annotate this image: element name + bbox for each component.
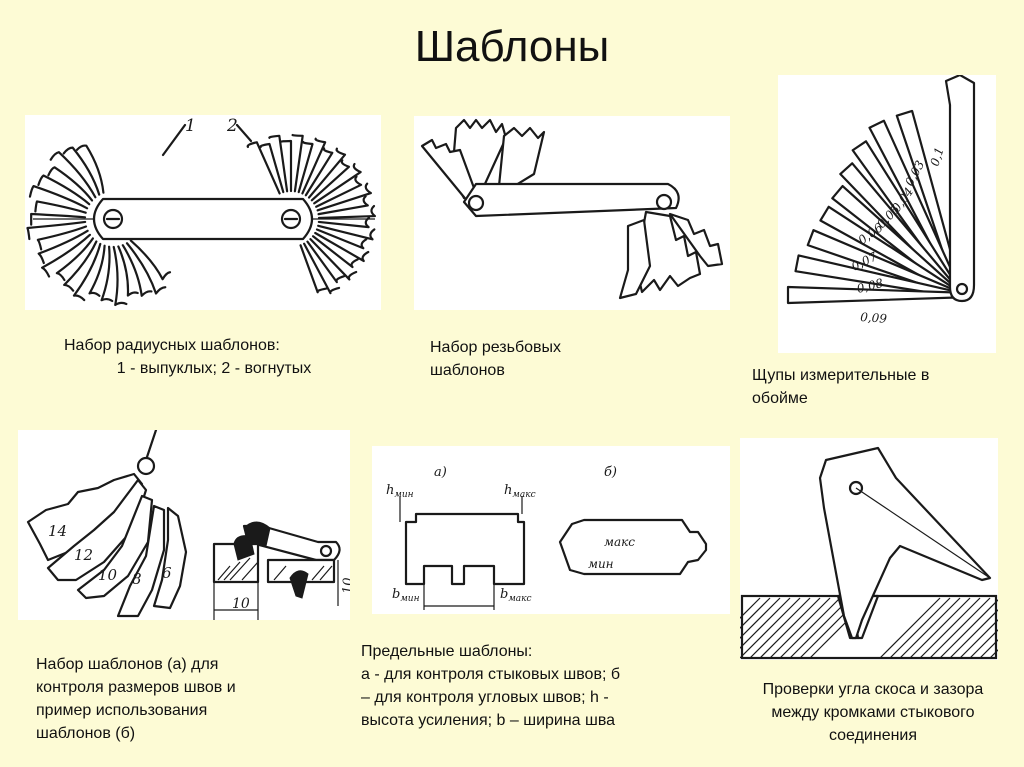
svg-text:hмакс: hмакс xyxy=(504,483,536,500)
radius-blade xyxy=(129,239,172,281)
radius-blade xyxy=(246,141,281,195)
radius-gauge-image: 1 2 xyxy=(25,115,381,310)
radius-blade xyxy=(28,184,89,210)
blade-10: 10 xyxy=(98,566,118,584)
feeler-blade-label: 0,1 xyxy=(928,145,947,167)
weld-gauge-set-image: 14 12 10 8 6 10 10 xyxy=(18,430,350,620)
dim-height: 10 xyxy=(341,577,350,594)
radius-blade xyxy=(49,151,97,199)
radius-blade xyxy=(41,233,92,278)
radius-blade xyxy=(280,139,293,193)
blade-12: 12 xyxy=(74,546,93,564)
radius-blade xyxy=(313,162,362,205)
radius-blade xyxy=(30,212,87,226)
thread-gauge-image xyxy=(414,116,730,310)
radius-blade xyxy=(88,244,106,297)
label-min: мин xyxy=(588,557,614,571)
svg-text:bмин: bмин xyxy=(392,587,420,604)
radius-blade xyxy=(117,245,139,297)
svg-text:bмакс: bмакс xyxy=(500,587,532,604)
blade-6: 6 xyxy=(162,564,172,582)
feeler-blade-label: 0,09 xyxy=(860,310,888,326)
label-part-a: а) xyxy=(434,465,447,480)
radius-blade xyxy=(72,242,102,302)
radius-blade xyxy=(317,224,376,241)
radius-blade xyxy=(291,133,304,193)
limit-caption: Предельные шаблоны: а - для контроля сты… xyxy=(361,643,620,729)
radius-blade xyxy=(55,237,94,282)
radius-blade xyxy=(306,240,346,284)
radius-blade xyxy=(34,200,87,214)
radius-caption: Набор радиусных шаблонов: 1 - выпуклых; … xyxy=(64,337,312,377)
radius-blade xyxy=(297,140,314,194)
radius-blade xyxy=(36,225,88,251)
radius-blade xyxy=(125,242,167,295)
radius-blade xyxy=(304,147,334,197)
radius-blade xyxy=(112,245,128,307)
radius-blade xyxy=(307,147,347,199)
radius-blade xyxy=(26,220,87,241)
radius-blade xyxy=(37,174,91,206)
radius-blade xyxy=(316,182,372,212)
radius-blade xyxy=(62,146,101,196)
radius-blade xyxy=(311,235,359,269)
radius-blade xyxy=(317,195,369,216)
radius-blade xyxy=(299,244,328,294)
label-convex: 1 xyxy=(185,116,196,136)
limit-gauge-image: а) б) hмин hмакс bмин bмакс макс мин xyxy=(372,446,730,614)
radius-blade xyxy=(100,245,114,303)
radius-blade xyxy=(303,242,341,295)
radius-blade xyxy=(63,240,98,292)
radius-blade xyxy=(301,137,327,195)
label-concave: 2 xyxy=(226,116,238,136)
feeler-blade-label: 0,08 xyxy=(855,276,885,296)
radius-blade xyxy=(309,238,358,281)
radius-blade xyxy=(47,166,94,202)
blade-14: 14 xyxy=(48,522,67,540)
bevel-check-image xyxy=(740,438,998,660)
radius-blade xyxy=(315,175,363,208)
blade-8: 8 xyxy=(132,570,142,588)
radius-blade xyxy=(37,229,89,265)
label-part-b: б) xyxy=(604,465,617,480)
page-title: Шаблоны xyxy=(414,22,610,71)
radius-blade xyxy=(310,159,351,202)
feeler-caption: Щупы измерительные в обойме xyxy=(752,367,930,407)
radius-blade xyxy=(317,204,377,220)
radius-blade xyxy=(268,134,289,193)
radius-blade xyxy=(315,228,368,250)
bevel-caption: Проверки угла скоса и зазора между кромк… xyxy=(762,681,984,744)
radius-blade xyxy=(259,142,285,194)
radius-blade xyxy=(75,144,105,194)
svg-text:hмин: hмин xyxy=(386,483,414,500)
dim-width: 10 xyxy=(232,596,250,612)
radius-blade xyxy=(121,244,153,297)
thread-caption: Набор резьбовых шаблонов xyxy=(430,339,562,379)
radius-blade xyxy=(314,231,370,263)
label-max: макс xyxy=(604,535,635,549)
weld-set-caption: Набор шаблонов (а) для контроля размеров… xyxy=(36,656,236,742)
